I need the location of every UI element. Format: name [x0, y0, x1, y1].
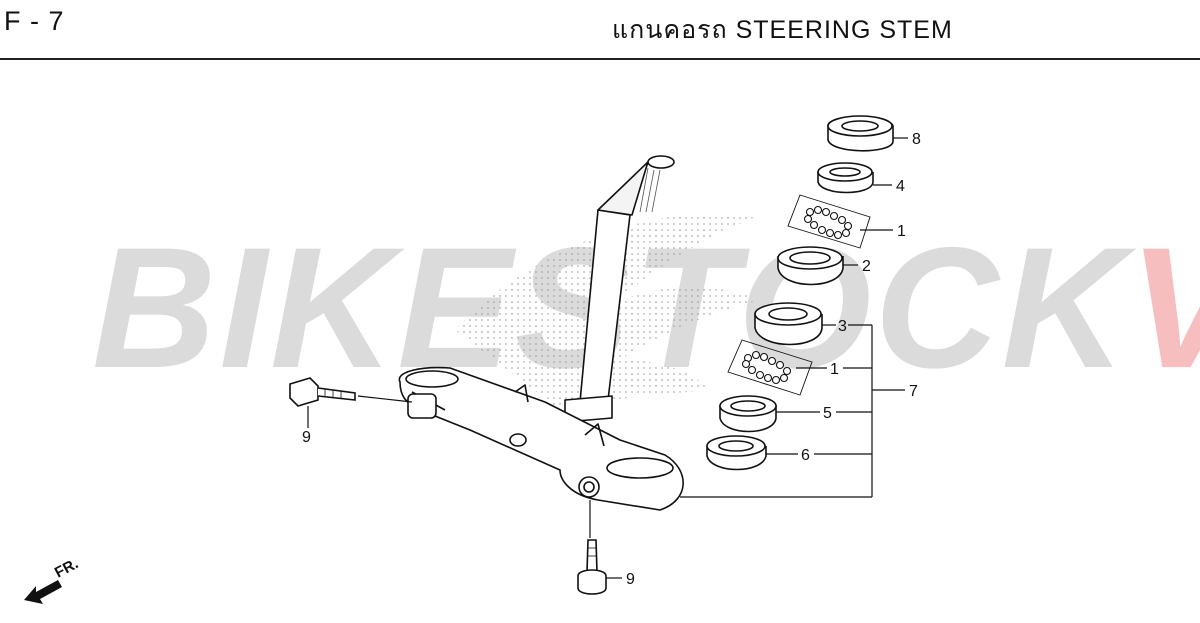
callout-9-bottom: 9: [626, 571, 635, 588]
callout-5: 5: [823, 405, 832, 422]
steering-stem-assembly: [398, 155, 684, 511]
front-label: FR.: [52, 555, 81, 581]
part-1-bearing-lower: [727, 339, 813, 396]
page-code: F - 7: [4, 6, 65, 36]
part-9-bolt-bottom: [577, 539, 607, 595]
watermark-text-b: VN: [1129, 212, 1200, 404]
part-2-race: [777, 246, 844, 286]
callout-9-left: 9: [302, 429, 311, 446]
callout-7: 7: [909, 383, 918, 400]
part-8-lock-nut: [827, 115, 894, 152]
bridge-left-clamp: [405, 370, 459, 388]
stem-thread: [597, 159, 651, 216]
clamp-boss-left: [407, 393, 437, 419]
front-direction-arrow-icon: FR.: [24, 555, 81, 604]
part-5-race: [719, 395, 777, 433]
bridge-right-clamp: [606, 457, 674, 479]
part-1-bearing-upper: [787, 194, 871, 249]
leader-lines: [307, 137, 908, 579]
bearing-stack: [706, 115, 894, 471]
page-title: แกนคอรถ STEERING STEM: [612, 16, 953, 44]
part-3-race: [754, 302, 823, 346]
part-4-race: [817, 162, 874, 194]
callout-3: 3: [838, 318, 847, 335]
part-6-dust-seal: [706, 435, 767, 471]
callout-1-upper: 1: [897, 223, 906, 240]
callout-1-lower: 1: [830, 361, 839, 378]
callout-8: 8: [912, 131, 921, 148]
callout-6: 6: [801, 447, 810, 464]
stem-top: [647, 155, 675, 169]
part-9-bolt-left: [289, 377, 356, 407]
callout-4: 4: [896, 178, 905, 195]
callout-2: 2: [862, 258, 871, 275]
header-divider: [0, 58, 1200, 60]
